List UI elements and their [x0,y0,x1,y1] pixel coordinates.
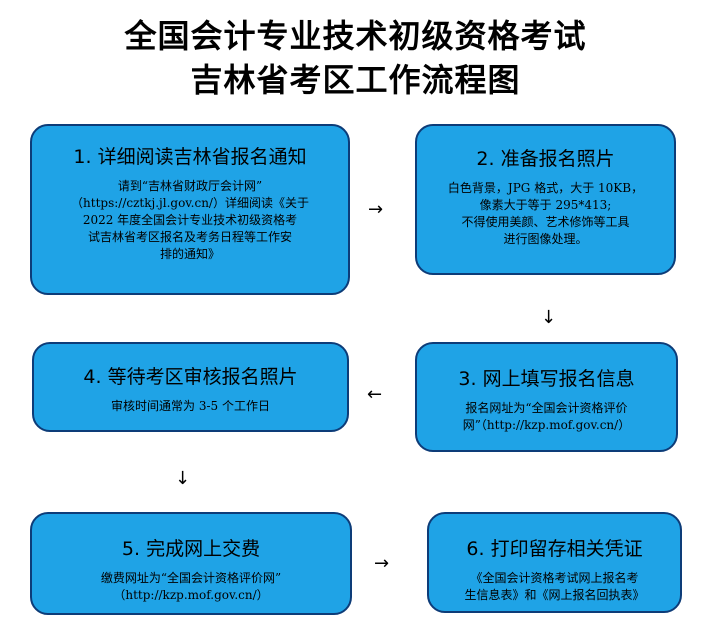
step-1-body-line-2: （https://cztkj.jl.gov.cn/）详细阅读《关于 [71,196,309,210]
arrow-left-icon: ← [367,384,383,405]
step-1-box: 1. 详细阅读吉林省报名通知 请到“吉林省财政厅会计网” （https://cz… [30,124,350,295]
step-4-heading: 4. 等待考区审核报名照片 [83,366,298,388]
step-5-body-line-1: 缴费网址为“全国会计资格评价网” [100,571,282,585]
step-1-body-line-5: 排的通知》 [159,247,220,261]
step-1-body-line-3: 2022 年度全国会计专业技术初级资格考 [82,213,298,227]
step-3-body-line-1: 报名网址为“全国会计资格评价 [465,401,628,415]
step-6-box: 6. 打印留存相关凭证 《全国会计资格考试网上报名考 生信息表》和《网上报名回执… [427,512,682,613]
step-6-body-line-1: 《全国会计资格考试网上报名考 [470,571,639,585]
step-4-body: 审核时间通常为 3-5 个工作日 [44,398,337,415]
step-4-body-line-1: 审核时间通常为 3-5 个工作日 [111,399,270,413]
step-1-body: 请到“吉林省财政厅会计网” （https://cztkj.jl.gov.cn/）… [42,178,338,263]
step-4-box: 4. 等待考区审核报名照片 审核时间通常为 3-5 个工作日 [32,342,349,432]
step-3-body: 报名网址为“全国会计资格评价 网”（http://kzp.mof.gov.cn/… [427,400,666,434]
diagram-title-line-2: 吉林省考区工作流程图 [190,61,521,99]
step-1-heading: 1. 详细阅读吉林省报名通知 [73,146,307,168]
arrow-down-icon: ↓ [175,468,191,489]
step-2-heading: 2. 准备报名照片 [476,148,615,170]
step-6-body-line-2: 生信息表》和《网上报名回执表》 [464,588,645,602]
step-5-body-line-2: （http://kzp.mof.gov.cn/） [113,588,269,602]
step-5-body: 缴费网址为“全国会计资格评价网” （http://kzp.mof.gov.cn/… [42,570,340,604]
step-3-heading: 3. 网上填写报名信息 [458,368,635,390]
step-2-body: 白色背景，JPG 格式，大于 10KB， 像素大于等于 295*413; 不得使… [427,180,664,248]
step-2-box: 2. 准备报名照片 白色背景，JPG 格式，大于 10KB， 像素大于等于 29… [415,124,676,275]
step-5-heading: 5. 完成网上交费 [121,538,261,560]
step-1-body-line-1: 请到“吉林省财政厅会计网” [117,179,263,193]
step-3-body-line-2: 网”（http://kzp.mof.gov.cn/） [462,418,631,432]
step-2-body-line-4: 进行图像处理。 [503,232,588,246]
arrow-down-icon: ↓ [541,307,557,328]
step-1-body-line-4: 试吉林省考区报名及考务日程等工作安 [87,230,292,244]
step-3-box: 3. 网上填写报名信息 报名网址为“全国会计资格评价 网”（http://kzp… [415,342,678,452]
step-2-body-line-2: 像素大于等于 295*413; [479,198,612,212]
arrow-right-icon: → [368,199,384,220]
step-2-body-line-3: 不得使用美颜、艺术修饰等工具 [461,215,630,229]
step-6-heading: 6. 打印留存相关凭证 [466,538,643,560]
step-2-body-line-1: 白色背景，JPG 格式，大于 10KB， [447,181,644,195]
step-6-body: 《全国会计资格考试网上报名考 生信息表》和《网上报名回执表》 [439,570,670,604]
diagram-title-line-1: 全国会计专业技术初级资格考试 [124,17,587,55]
step-5-box: 5. 完成网上交费 缴费网址为“全国会计资格评价网” （http://kzp.m… [30,512,352,615]
arrow-right-icon: → [374,553,390,574]
